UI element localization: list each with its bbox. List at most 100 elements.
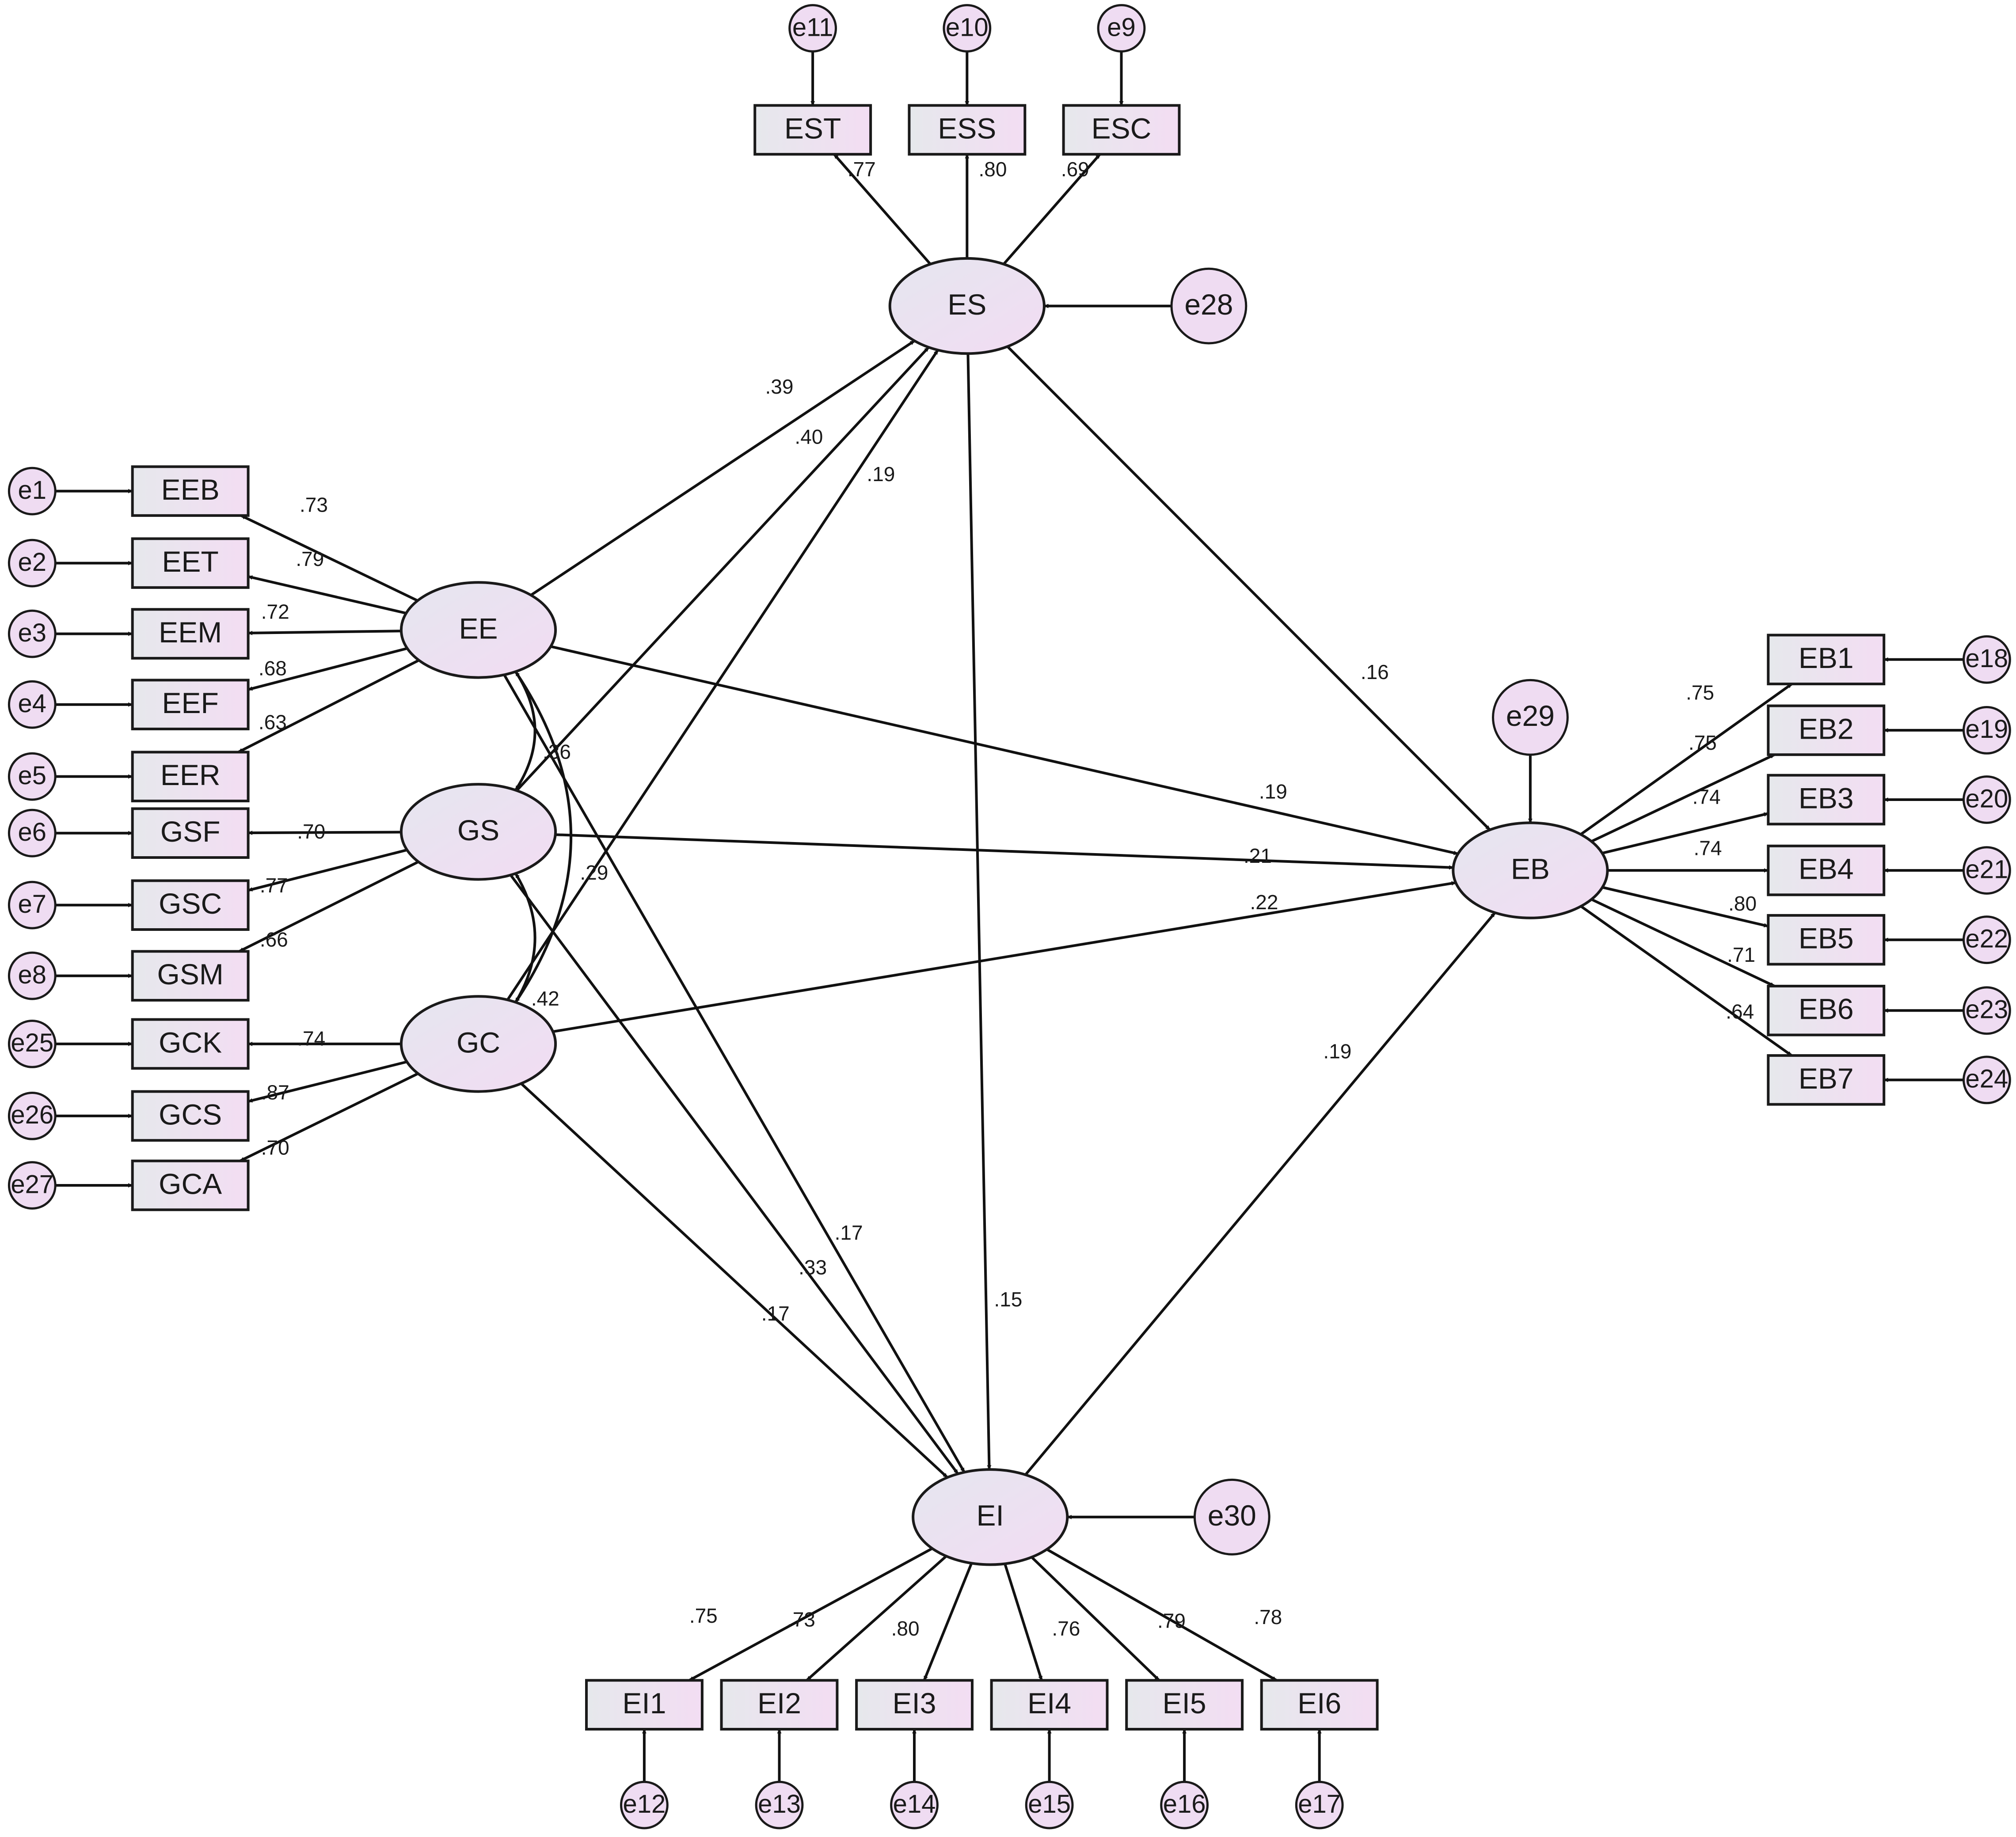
indicator-box — [1767, 634, 1886, 686]
error-circle — [1963, 915, 2011, 964]
indicator-eet: EET — [131, 537, 250, 589]
error-e20: e20 — [1963, 775, 2011, 824]
error-label: e11 — [792, 13, 833, 42]
error-circle — [1295, 1780, 1344, 1829]
error-e24: e24 — [1963, 1055, 2011, 1104]
error-e26: e26 — [8, 1092, 57, 1140]
coef-ee-es: .39 — [765, 375, 794, 398]
error-circle — [8, 609, 57, 658]
covariance-gs-gc-arrow — [514, 873, 536, 1003]
latent-label: EB — [1511, 853, 1550, 885]
loading-eb2: .75 — [1689, 731, 1717, 754]
error-label: e16 — [1163, 1790, 1206, 1818]
indicator-gsf: GSF — [131, 807, 250, 859]
coefficients-layer: .39.40.19.16.19.21.22.15.17.33.17.19.36.… — [259, 158, 1757, 1640]
indicator-gck: GCK — [131, 1018, 250, 1070]
indicator-eem: EEM — [131, 608, 250, 660]
indicator-box — [1125, 1679, 1244, 1731]
path-ee-to-es-arrow — [530, 339, 916, 596]
indicator-label: ESC — [1092, 112, 1152, 144]
error-label: e1 — [18, 476, 47, 505]
error-e19: e19 — [1963, 706, 2011, 755]
error-circle — [1097, 4, 1146, 53]
path-ei-to-eb-arrow — [1024, 911, 1496, 1476]
loading-gsm: .66 — [260, 928, 288, 951]
error-circle — [890, 1780, 939, 1829]
disturbance-label: e30 — [1208, 1499, 1256, 1532]
error-e8: e8 — [8, 951, 57, 1000]
indicator-gca: GCA — [131, 1159, 250, 1211]
error-circle — [8, 808, 57, 858]
indicator-box — [1767, 914, 1886, 966]
indicator-box — [753, 104, 872, 156]
coef-gs-eb: .21 — [1244, 844, 1272, 867]
loading-eb4: .74 — [1694, 837, 1722, 860]
error-circle — [8, 1161, 57, 1210]
error-e1: e1 — [8, 467, 57, 516]
latent-gs: GS — [399, 783, 557, 881]
coef-ei-eb: .19 — [1323, 1040, 1351, 1063]
latent-ee: EE — [399, 581, 557, 679]
loading-ee-eem-arrow — [248, 630, 402, 635]
loading-gc-gcs-arrow — [247, 1060, 407, 1103]
indicator-ei4: EI4 — [990, 1679, 1109, 1731]
indicator-label: EEM — [159, 616, 222, 649]
indicator-label: GCA — [159, 1167, 222, 1200]
error-label: e13 — [758, 1790, 801, 1818]
indicator-box — [1767, 774, 1886, 826]
loading-eb-eb6-arrow — [1591, 898, 1775, 987]
error-circle — [1025, 1780, 1074, 1829]
latent-label: GS — [457, 814, 499, 846]
indicator-eb2: EB2 — [1767, 704, 1886, 756]
disturbance-circle — [1170, 267, 1248, 345]
error-label: e7 — [18, 890, 47, 918]
loading-gs-gsm-arrow — [238, 860, 419, 953]
indicator-label: EB2 — [1799, 712, 1854, 745]
loading-ei6: .78 — [1254, 1605, 1282, 1628]
coef-gs-ei: .33 — [799, 1256, 827, 1279]
loading-eb-eb7-arrow — [1580, 905, 1792, 1057]
error-e2: e2 — [8, 539, 57, 588]
indicator-eb3: EB3 — [1767, 774, 1886, 826]
error-e27: e27 — [8, 1161, 57, 1210]
error-circle — [8, 1020, 57, 1068]
latent-ei: EI — [912, 1468, 1069, 1566]
indicator-ei2: EI2 — [720, 1679, 839, 1731]
coef-gc-es: .19 — [867, 463, 895, 486]
loading-eb3: .74 — [1693, 785, 1721, 808]
indicator-box — [1767, 704, 1886, 756]
error-circle — [8, 752, 57, 801]
coef-es-ei: .15 — [994, 1288, 1022, 1311]
indicator-box — [131, 879, 250, 931]
indicator-ess: ESS — [908, 104, 1027, 156]
error-e10: e10 — [943, 4, 992, 53]
coef-cov-gs-gc: .42 — [531, 987, 559, 1010]
error-e16: e16 — [1160, 1780, 1209, 1829]
error-label: e9 — [1107, 13, 1136, 42]
loading-ei-ei2-arrow — [806, 1555, 947, 1681]
indicator-box — [131, 1159, 250, 1211]
indicator-label: EEB — [161, 473, 220, 506]
error-e22: e22 — [1963, 915, 2011, 964]
indicator-ei5: EI5 — [1125, 1679, 1244, 1731]
coef-cov-ee-gc: .29 — [580, 861, 608, 884]
indicator-box — [131, 537, 250, 589]
indicator-ei3: EI3 — [855, 1679, 974, 1731]
indicator-label: EI4 — [1027, 1687, 1071, 1719]
latent-eb: EB — [1452, 821, 1609, 919]
loading-gc-gca-arrow — [239, 1072, 419, 1162]
loading-eb-eb2-arrow — [1591, 753, 1775, 843]
latent-label: ES — [947, 288, 986, 321]
indicator-eb5: EB5 — [1767, 914, 1886, 966]
coef-es-eb: .16 — [1361, 660, 1389, 683]
indicator-label: EB1 — [1799, 641, 1854, 674]
error-label: e25 — [11, 1029, 53, 1057]
loading-est: .77 — [848, 158, 876, 181]
indicator-label: EB6 — [1799, 993, 1854, 1025]
loading-eb5: .80 — [1728, 892, 1757, 915]
loading-eef: .68 — [259, 657, 287, 679]
loading-ei2: .73 — [787, 1608, 815, 1631]
loading-eb-eb5-arrow — [1602, 886, 1769, 928]
error-e13: e13 — [755, 1780, 804, 1829]
